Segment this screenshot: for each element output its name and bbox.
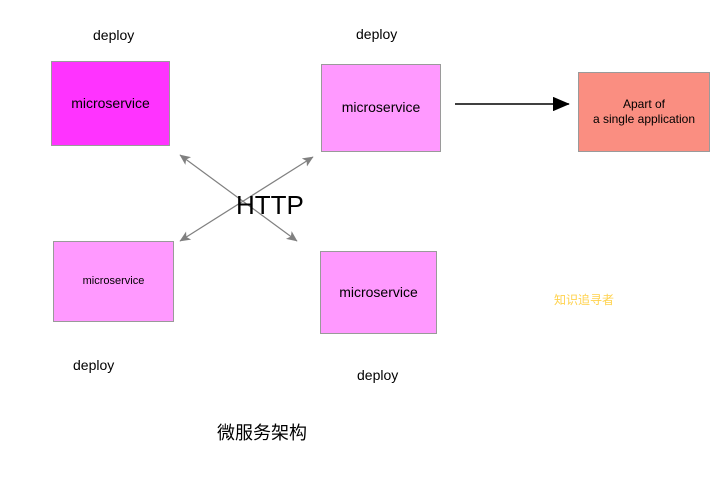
node-label-line-1: Apart of	[622, 97, 665, 111]
node-single-application[interactable]: Apart of a single application	[578, 72, 710, 152]
caption-deploy-bottom-left: deploy	[73, 357, 115, 373]
node-label: microservice	[341, 99, 421, 116]
node-microservice-top-left[interactable]: microservice	[51, 61, 170, 146]
node-label: microservice	[82, 274, 145, 287]
caption-deploy-top-right: deploy	[356, 26, 398, 42]
watermark-text: 知识追寻者	[554, 293, 615, 307]
caption-deploy-top-left: deploy	[93, 27, 135, 43]
node-label-line-2: a single application	[592, 112, 696, 126]
node-label-block: Apart of a single application	[593, 97, 695, 127]
node-label: microservice	[71, 94, 150, 111]
node-microservice-top-right[interactable]: microservice	[321, 64, 441, 152]
node-label: microservice	[339, 283, 418, 300]
http-protocol-label: HTTP	[236, 190, 304, 220]
diagram-title: 微服务架构	[217, 423, 307, 443]
node-microservice-bottom-right[interactable]: microservice	[320, 251, 437, 334]
caption-deploy-bottom-right: deploy	[357, 367, 399, 383]
node-microservice-bottom-left[interactable]: microservice	[53, 241, 174, 322]
